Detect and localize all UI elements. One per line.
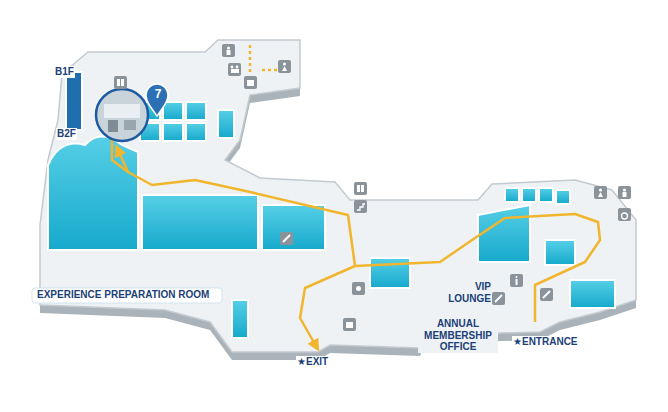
route-line bbox=[262, 69, 280, 72]
tank bbox=[66, 72, 82, 130]
tank bbox=[232, 300, 248, 338]
tank bbox=[163, 123, 183, 141]
restroom-icon bbox=[228, 63, 241, 76]
photo-detail bbox=[108, 120, 118, 132]
tank bbox=[163, 102, 183, 120]
photo-circle bbox=[96, 89, 148, 141]
room-label: EXPERIENCE PREPARATION ROOM bbox=[36, 289, 210, 301]
photo-detail bbox=[104, 104, 140, 118]
tank bbox=[505, 188, 519, 202]
route-line bbox=[249, 45, 252, 72]
escalator-icon bbox=[280, 232, 293, 245]
camera-icon bbox=[352, 282, 365, 295]
shop-icon bbox=[343, 318, 356, 331]
restroom-icon bbox=[244, 76, 257, 89]
tank bbox=[48, 137, 138, 251]
tank bbox=[186, 123, 206, 141]
route-line bbox=[300, 266, 355, 346]
restroom-icon bbox=[618, 186, 631, 199]
tank bbox=[142, 195, 258, 250]
tank bbox=[478, 205, 530, 262]
floor-level-label: B1F bbox=[54, 66, 75, 78]
elevator-icon bbox=[354, 182, 367, 195]
photo-callout bbox=[96, 84, 168, 141]
restroom-icon bbox=[222, 44, 235, 57]
tank bbox=[545, 240, 575, 265]
tank bbox=[218, 110, 234, 138]
info-icon bbox=[510, 274, 523, 287]
tank bbox=[186, 102, 206, 120]
floor-level-label: B2F bbox=[56, 128, 77, 140]
restroom-icon bbox=[278, 60, 291, 73]
visitor-route bbox=[112, 45, 600, 346]
room-label: ANNUAL MEMBERSHIP OFFICE bbox=[418, 318, 498, 353]
tank bbox=[522, 188, 536, 202]
entrance-label: ★ENTRANCE bbox=[512, 336, 579, 348]
tank bbox=[539, 188, 553, 202]
restroom-icon bbox=[594, 186, 607, 199]
accessible-icon bbox=[618, 208, 631, 221]
room-label: VIP LOUNGE bbox=[440, 281, 492, 304]
ticket-icon bbox=[492, 292, 505, 305]
location-pin bbox=[146, 84, 168, 116]
elevator-icon bbox=[114, 76, 127, 89]
exit-label: ★EXIT bbox=[296, 356, 329, 368]
ticket-icon bbox=[540, 288, 553, 301]
floor-top bbox=[40, 40, 636, 352]
label-band bbox=[32, 288, 222, 303]
facility-icons bbox=[114, 44, 631, 331]
stairs-icon bbox=[354, 200, 367, 213]
tank bbox=[262, 205, 325, 250]
tank bbox=[556, 190, 570, 204]
callout-number: 7 bbox=[150, 88, 166, 102]
floor-slab bbox=[32, 40, 636, 360]
tank bbox=[570, 280, 615, 308]
photo-detail bbox=[124, 120, 136, 130]
